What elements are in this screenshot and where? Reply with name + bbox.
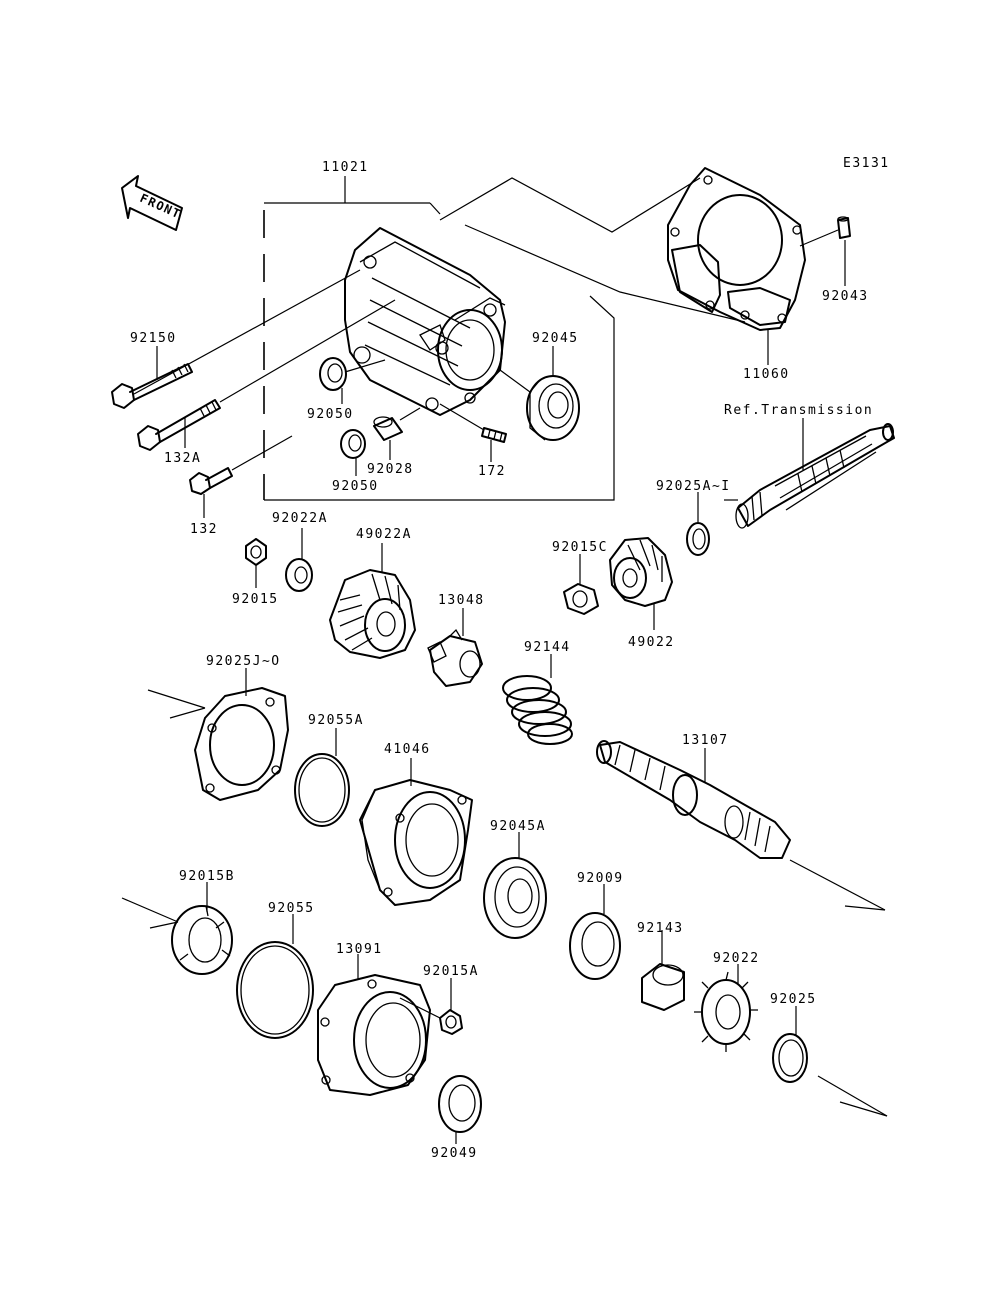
bearing-housing-41046 xyxy=(359,779,473,906)
bolt-92150 xyxy=(111,363,193,409)
label-92015: 92015 xyxy=(232,592,279,607)
stud-172 xyxy=(481,427,507,443)
guide-line xyxy=(839,1101,888,1117)
spring-92144 xyxy=(502,675,573,745)
label-92050-lower: 92050 xyxy=(332,479,379,494)
shim-92025a xyxy=(686,522,710,556)
bolt-132a xyxy=(137,399,221,451)
bevel-gear-49022 xyxy=(609,537,673,607)
label-11021: 11021 xyxy=(322,160,369,175)
gear-case-housing xyxy=(344,227,506,416)
coupler-13048 xyxy=(427,628,483,687)
label-11060: 11060 xyxy=(743,367,790,382)
drive-shaft-13107 xyxy=(596,740,791,859)
bearing-92045 xyxy=(526,375,580,441)
o-ring-92055a xyxy=(294,753,350,827)
o-ring-92055 xyxy=(236,941,314,1039)
collar-92143 xyxy=(641,963,685,1011)
label-49022a: 49022A xyxy=(356,527,412,542)
label-172: 172 xyxy=(478,464,506,479)
label-92015b: 92015B xyxy=(179,869,235,884)
oil-seal-92049 xyxy=(438,1075,482,1133)
bevel-gear-49022a xyxy=(329,569,416,659)
guide-line xyxy=(439,177,701,233)
guide-line xyxy=(147,689,206,709)
label-92143: 92143 xyxy=(637,921,684,936)
label-92045a: 92045A xyxy=(490,819,546,834)
transmission-shaft xyxy=(735,423,895,529)
front-arrow-icon: FRONT xyxy=(121,175,184,231)
oil-seal-92009 xyxy=(569,912,621,980)
gasket-92025j xyxy=(194,687,289,801)
guide-line xyxy=(169,707,206,719)
label-92025j: 92025J~O xyxy=(206,654,281,669)
label-13091: 13091 xyxy=(336,942,383,957)
gasket-11060 xyxy=(667,167,806,331)
lock-nut-92015b xyxy=(171,905,233,975)
label-92050-upper: 92050 xyxy=(307,407,354,422)
label-92028: 92028 xyxy=(367,462,414,477)
front-label: FRONT xyxy=(138,191,184,222)
label-49022: 49022 xyxy=(628,635,675,650)
guide-line xyxy=(817,1075,888,1117)
diagram-code: E3131 xyxy=(843,156,890,171)
label-92045: 92045 xyxy=(532,331,579,346)
washer-92022a xyxy=(285,558,313,592)
shim-92025 xyxy=(772,1033,808,1083)
dowel-pin-92043 xyxy=(837,216,851,239)
label-92055a: 92055A xyxy=(308,713,364,728)
label-92043: 92043 xyxy=(822,289,869,304)
label-92015a: 92015A xyxy=(423,964,479,979)
oil-seal-92050-lower xyxy=(340,429,366,459)
nut-92015a xyxy=(439,1009,463,1035)
guide-line xyxy=(121,897,179,923)
oil-seal-92050-upper xyxy=(319,357,347,391)
label-41046: 41046 xyxy=(384,742,431,757)
guide-line xyxy=(464,224,746,323)
label-92015c: 92015C xyxy=(552,540,608,555)
label-13048: 13048 xyxy=(438,593,485,608)
nut-92015 xyxy=(245,538,267,566)
label-92025: 92025 xyxy=(770,992,817,1007)
label-92150: 92150 xyxy=(130,331,177,346)
guide-line xyxy=(149,921,179,929)
label-92144: 92144 xyxy=(524,640,571,655)
label-92022: 92022 xyxy=(713,951,760,966)
toothed-washer-92022 xyxy=(694,971,758,1052)
guide-line xyxy=(844,905,886,911)
label-13107: 13107 xyxy=(682,733,729,748)
bolt-132 xyxy=(189,467,233,495)
ref-transmission-label: Ref.Transmission xyxy=(724,403,873,418)
label-132: 132 xyxy=(190,522,218,537)
label-92055: 92055 xyxy=(268,901,315,916)
label-92009: 92009 xyxy=(577,871,624,886)
nut-92015c xyxy=(563,583,599,615)
label-92049: 92049 xyxy=(431,1146,478,1161)
retainer-13091 xyxy=(317,974,431,1096)
label-132a: 132A xyxy=(164,451,201,466)
bushing-92028 xyxy=(373,416,403,441)
label-92025a: 92025A~I xyxy=(656,479,731,494)
bearing-92045a xyxy=(483,857,547,939)
guide-line xyxy=(789,859,886,911)
label-92022a: 92022A xyxy=(272,511,328,526)
